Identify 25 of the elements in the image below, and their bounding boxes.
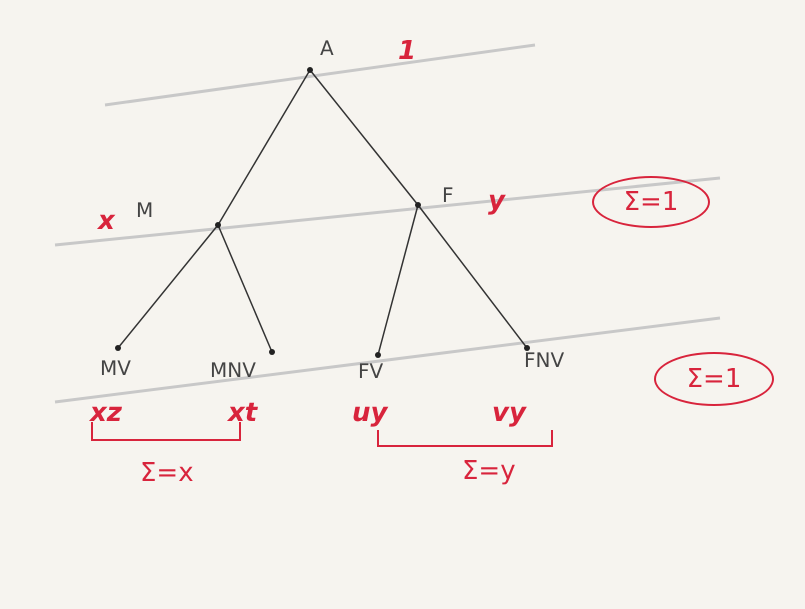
node-label: F (442, 185, 454, 205)
tree-branch (417, 204, 528, 348)
probability-label: x (98, 208, 115, 234)
node-label: FNV (524, 350, 564, 370)
sum-note: Σ=y (462, 458, 516, 484)
circled-note (592, 176, 710, 228)
probability-label: 1 (398, 38, 416, 64)
probability-label: xt (228, 400, 258, 426)
circled-note (654, 352, 774, 406)
node-label: A (320, 38, 334, 58)
tree-branch (117, 224, 219, 348)
node-label: MV (100, 358, 131, 378)
node-label: M (136, 200, 154, 220)
sum-note: Σ=1 (624, 186, 678, 218)
node-label: MNV (210, 360, 256, 380)
probability-label: y (488, 188, 505, 214)
probability-label: uy (352, 400, 388, 426)
probability-label: xz (90, 400, 122, 426)
tree-branch (217, 224, 273, 352)
node-label: FV (358, 361, 384, 381)
probability-label: vy (492, 400, 526, 426)
sum-note: Σ=1 (686, 362, 742, 396)
tree-branch (217, 70, 311, 226)
tree-branch (309, 70, 419, 206)
sum-note: Σ=x (140, 460, 194, 486)
